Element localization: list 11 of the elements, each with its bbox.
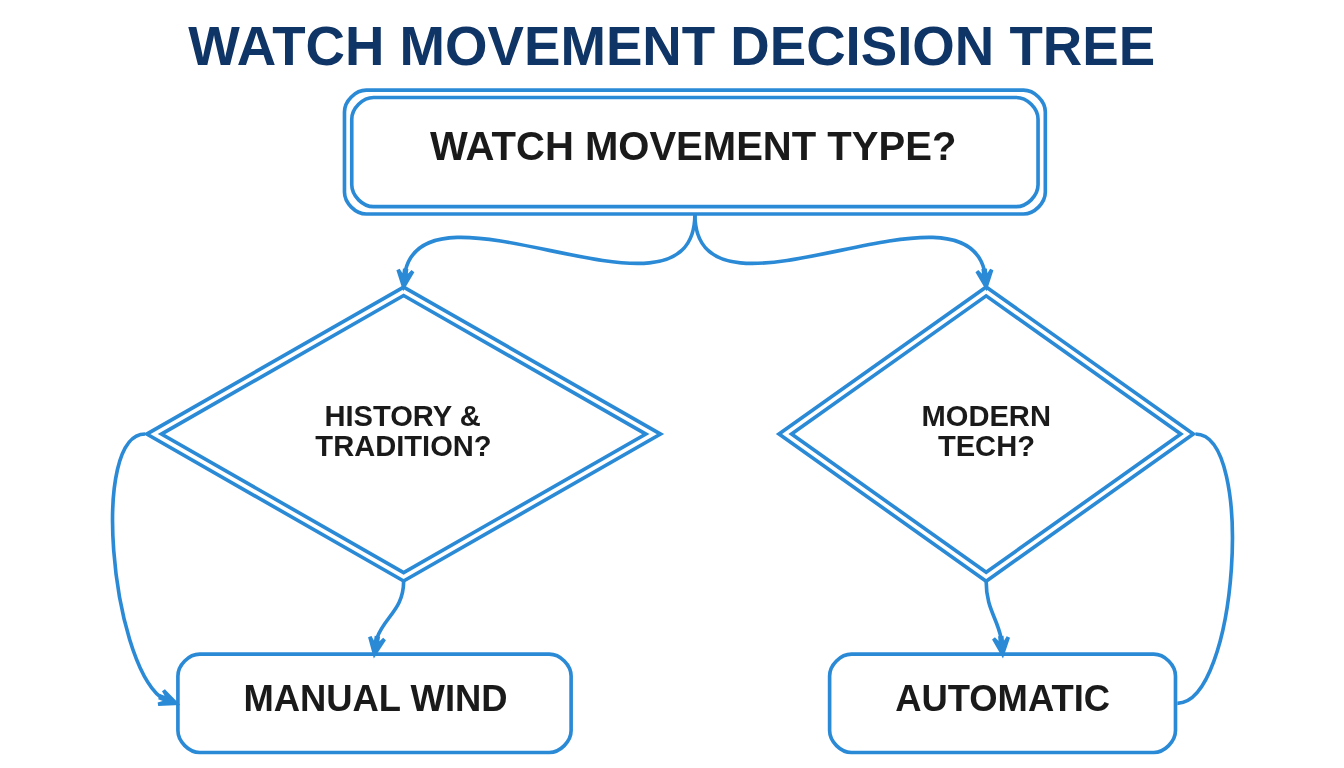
node-diamond: HISTORY & TRADITION? [142,285,664,584]
connector [1176,432,1234,705]
node-box: MANUAL WIND [175,652,573,755]
node-diamond: MODERN TECH? [775,284,1196,584]
arrow [110,432,178,706]
node-box: AUTOMATIC [827,652,1177,755]
node-box: WATCH MOVEMENT TYPE? [342,88,1047,216]
arrow [367,581,405,656]
arrow [983,581,1010,656]
arrow [692,213,993,289]
diagram-title: WATCH MOVEMENT DECISION TREE [187,15,1155,77]
